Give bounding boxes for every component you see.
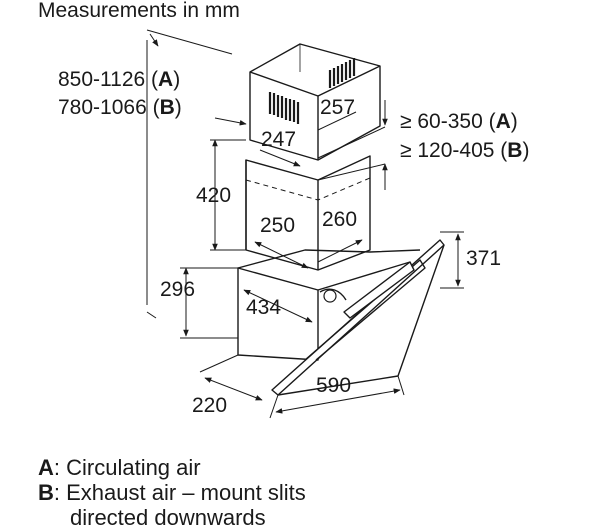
overall-height-b-label: 780-1066 (B) [58,96,182,119]
legend-text-b: : Exhaust air – mount slits [53,480,306,505]
legend-item-b-cont: directed downwards [70,505,266,530]
legend-key-b: B [38,480,54,505]
legend-text-a: : Circulating air [53,455,201,480]
legend-item-a: A: Circulating air [38,455,306,480]
glass-width-label: 590 [316,374,351,397]
lower-depth-label: 260 [322,208,357,231]
body-height-label: 296 [160,278,195,301]
bottom-depth-label: 220 [192,394,227,417]
chimney-height-label: 420 [196,184,231,207]
chimney-gap-b-label: ≥ 120-405 (B) [400,139,529,162]
upper-chimney [249,43,381,161]
legend-key-a: A [38,455,54,480]
overall-height-a-label: 850-1126 (A) [58,68,180,91]
dimension-lines [146,29,464,419]
chimney-gap-a-label: ≥ 60-350 (A) [400,110,518,133]
canopy-height-label: 371 [466,247,501,270]
upper-depth-label: 257 [320,96,355,119]
upper-width-label: 247 [261,128,296,151]
vent-slits-left [268,92,300,124]
legend-item-b: B: Exhaust air – mount slits [38,480,306,505]
diagram-title: Measurements in mm [38,0,240,22]
vent-slits-right [328,58,356,88]
legend: A: Circulating air B: Exhaust air – moun… [38,455,306,530]
dimension-labels: 850-1126 (A) 780-1066 (B) ≥ 60-350 (A) ≥… [58,68,529,417]
body-depth-label: 434 [246,296,281,319]
lower-width-label: 250 [260,214,295,237]
